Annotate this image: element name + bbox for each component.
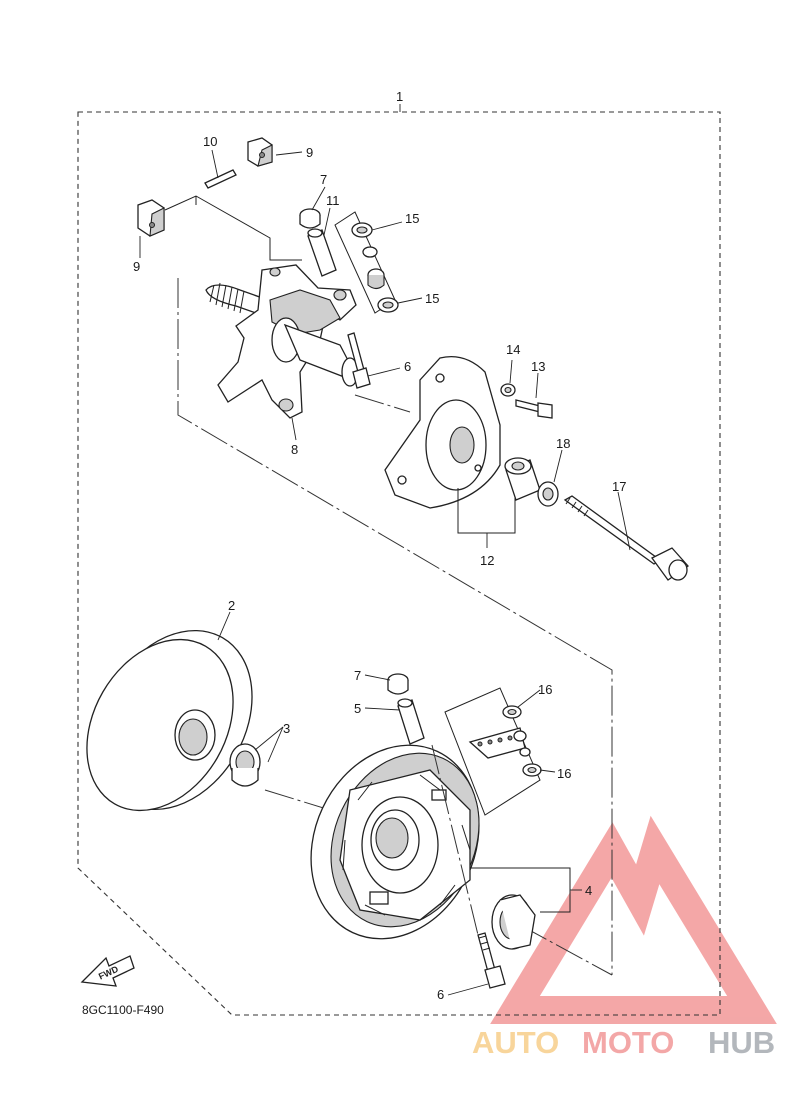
cover-plate (384, 355, 516, 548)
label-6b: 6 (437, 987, 444, 1002)
label-4: 4 (585, 883, 592, 898)
label-2: 2 (228, 598, 235, 613)
watermark-logo: AUTO MOTO HUB (472, 815, 777, 1060)
phantom-line-lower (264, 789, 331, 811)
watermark-text-moto: MOTO (582, 1025, 674, 1060)
collar-lower (387, 673, 409, 695)
label-13: 13 (531, 359, 545, 374)
label-18: 18 (556, 436, 570, 451)
pin (204, 169, 237, 189)
label-9a: 9 (306, 145, 313, 160)
movable-sheave (310, 744, 480, 940)
label-15a: 15 (405, 211, 419, 226)
label-16b: 16 (557, 766, 571, 781)
label-14: 14 (506, 342, 520, 357)
label-10: 10 (203, 134, 217, 149)
washer (500, 383, 516, 397)
label-11: 11 (326, 193, 340, 208)
label-9b: 9 (133, 259, 140, 274)
label-3: 3 (283, 721, 290, 736)
label-5: 5 (354, 701, 361, 716)
slider-assembly-lower (444, 687, 542, 816)
bearing (491, 894, 536, 950)
leader-lines (139, 149, 631, 996)
diagram-code: 8GC1100-F490 (82, 1003, 164, 1017)
watermark-text-hub: HUB (708, 1025, 775, 1060)
bolt-13 (515, 399, 553, 419)
bushing (307, 228, 337, 277)
spider (205, 264, 359, 419)
slider-assembly (334, 211, 399, 314)
bolt-lower (477, 932, 506, 989)
fwd-arrow-icon: FWD (80, 955, 135, 987)
bolt-upper (347, 332, 371, 389)
phantom-line-upper (177, 278, 613, 975)
collar-5 (397, 698, 425, 745)
washer-18 (537, 481, 559, 507)
label-6a: 6 (404, 359, 411, 374)
label-7a: 7 (320, 172, 327, 187)
label-7b: 7 (354, 668, 361, 683)
watermark-text-auto: AUTO (472, 1025, 559, 1060)
label-1: 1 (396, 89, 403, 104)
long-bolt (563, 495, 689, 581)
cover-bushing (504, 457, 541, 501)
label-8: 8 (291, 442, 298, 457)
collar-upper (299, 208, 321, 229)
assembly-boundary (77, 111, 721, 1016)
spacer (229, 743, 261, 787)
fixed-sheave (86, 629, 253, 812)
label-17: 17 (612, 479, 626, 494)
label-16a: 16 (538, 682, 552, 697)
weight-guide-lower (137, 199, 165, 237)
callout-labels: 1 10 9 9 7 11 15 15 6 8 14 13 18 17 12 2… (133, 89, 626, 1002)
label-12: 12 (480, 553, 494, 568)
label-15b: 15 (425, 291, 439, 306)
weight-guide-upper (247, 137, 273, 167)
